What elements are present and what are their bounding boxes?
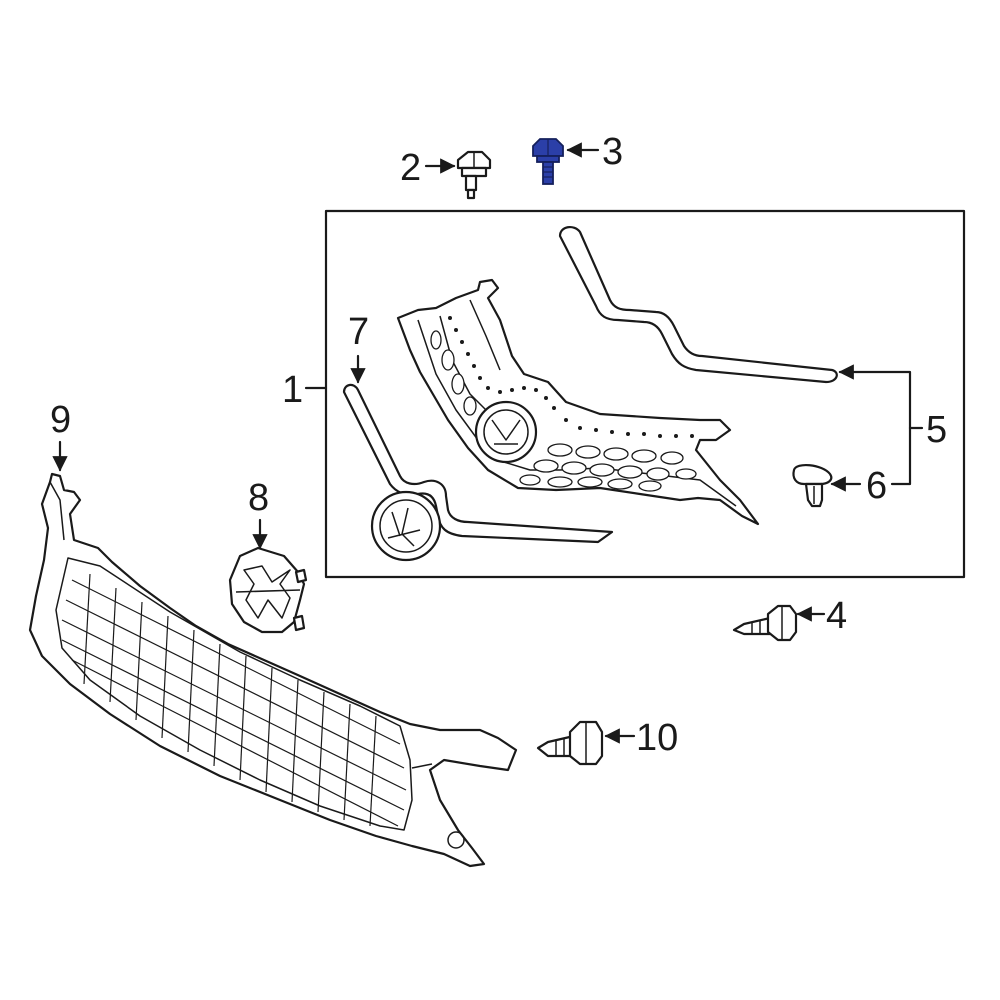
leader-5 (838, 364, 912, 430)
callout-4: 4 (826, 595, 847, 637)
callout-7: 7 (348, 311, 369, 353)
part-6-clip[interactable] (792, 464, 833, 508)
callout-8: 8 (248, 477, 269, 519)
callout-3: 3 (602, 131, 623, 173)
part-5-molding[interactable] (558, 226, 838, 384)
part-4-screw[interactable] (732, 604, 798, 642)
part-9-lower-grille[interactable] (28, 472, 518, 868)
callout-labels: 1 2 3 4 5 6 7 8 9 10 (50, 131, 947, 759)
part-7-molding[interactable] (342, 383, 614, 562)
callout-6: 6 (866, 465, 887, 507)
assembly-box (324, 209, 966, 579)
callout-2: 2 (400, 147, 421, 189)
grille-rivet-row (448, 316, 694, 438)
callout-9: 9 (50, 399, 71, 441)
leader-5-lower (890, 426, 912, 486)
callout-1: 1 (282, 369, 303, 411)
part-3-bolt[interactable] (532, 138, 564, 185)
lower-grille-mesh (61, 573, 407, 827)
callout-5: 5 (926, 409, 947, 451)
grille-honeycomb (430, 330, 697, 492)
part-10-screw[interactable] (536, 720, 604, 766)
leader-lines (52, 142, 924, 744)
part-2-clip[interactable] (456, 150, 492, 200)
part-8-emblem[interactable] (228, 546, 308, 634)
callout-10: 10 (636, 717, 678, 759)
grille-insert (396, 278, 760, 526)
